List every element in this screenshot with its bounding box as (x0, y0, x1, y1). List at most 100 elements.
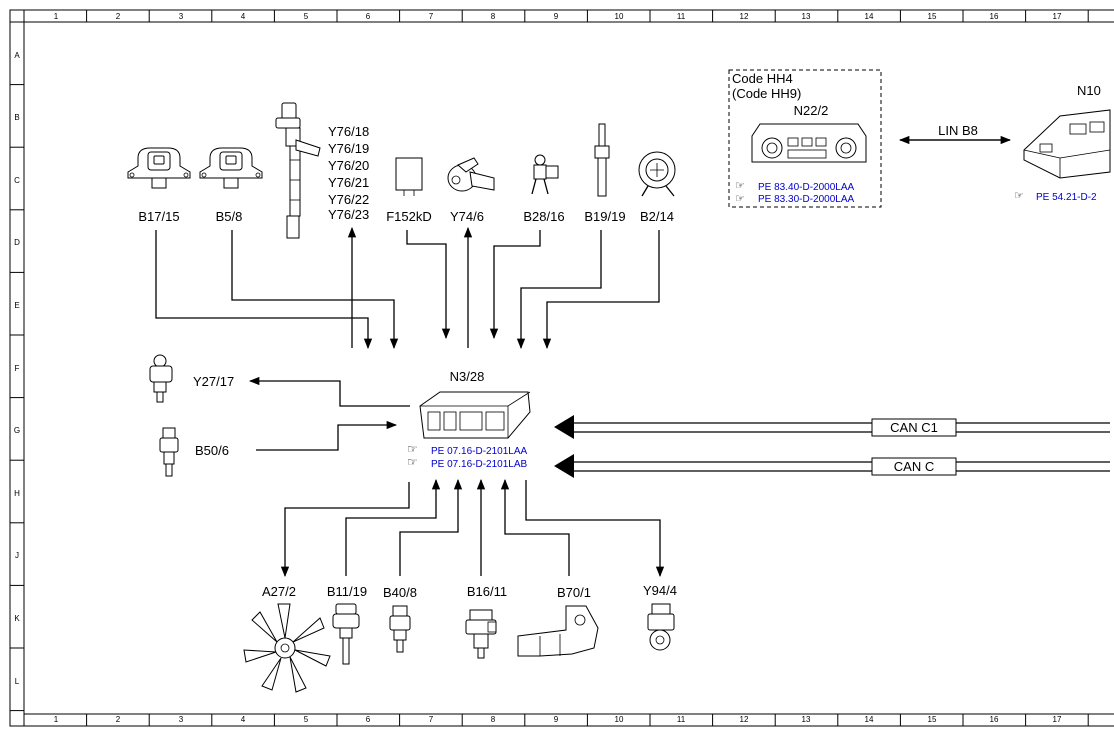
n22-2-references: ☞ PE 83.40-D-2000LAA ☞ PE 83.30-D-2000LA… (735, 180, 855, 205)
injector-icon (275, 102, 321, 239)
grid-col-label: 6 (366, 715, 371, 724)
grid-col-label: 7 (429, 715, 434, 724)
wire-b50-6 (256, 420, 398, 451)
label-y76-19: Y76/19 (328, 141, 369, 156)
label-y94-4: Y94/4 (643, 583, 677, 598)
column-labels-bottom: 1 2 3 4 5 6 7 8 9 10 11 12 13 14 15 16 1… (54, 715, 1062, 724)
ref-n10[interactable]: PE 54.21-D-2 (1036, 192, 1097, 203)
grid-col-label: 10 (615, 12, 624, 21)
grid-col-label: 4 (241, 12, 246, 21)
grid-col-label: 16 (990, 715, 999, 724)
lin-b8-bus: LIN B8 (898, 123, 1012, 145)
grid-col-label: 15 (928, 715, 937, 724)
grid-col-label: 3 (179, 12, 184, 21)
fan-a27-2-icon (243, 603, 331, 693)
grid-col-label: 11 (677, 12, 686, 21)
grid-row-label: J (15, 551, 19, 560)
grid-row-label: C (14, 176, 20, 185)
sensor-b11-19-icon (332, 603, 360, 665)
grid-col-label: 17 (1053, 715, 1062, 724)
grid-col-label: 8 (491, 715, 496, 724)
n3-28-references: ☞ PE 07.16-D-2101LAA ☞ PE 07.16-D-2101LA… (407, 442, 528, 470)
sensor-b17-15-icon (127, 147, 191, 189)
label-a27-2: A27/2 (262, 584, 296, 599)
grid-col-label: 16 (990, 12, 999, 21)
grid-col-label: 11 (677, 715, 686, 724)
sensor-b40-8-icon (389, 605, 411, 653)
valve-y74-6-icon (447, 157, 495, 192)
grid-col-label: 14 (865, 715, 874, 724)
valve-y27-17-icon (149, 354, 173, 403)
label-code-hh4: Code HH4 (732, 71, 793, 86)
ref-icon: ☞ (735, 180, 745, 192)
grid-col-label: 9 (554, 12, 559, 21)
grid-col-label: 5 (304, 715, 309, 724)
ref-n22-2-83-40[interactable]: PE 83.40-D-2000LAA (758, 182, 855, 193)
grid-col-label: 13 (802, 12, 811, 21)
can-c-bus: CAN C (554, 454, 1110, 478)
label-b70-1: B70/1 (557, 585, 591, 600)
grid-col-label: 12 (740, 12, 749, 21)
climate-control-n22-2-icon (751, 123, 867, 163)
label-y74-6: Y74/6 (450, 209, 484, 224)
grid-col-label: 3 (179, 715, 184, 724)
code-box (728, 69, 882, 208)
label-b50-6: B50/6 (195, 443, 229, 458)
bottom-signal-wires (280, 478, 665, 578)
control-unit-n3-28-icon (419, 391, 531, 439)
ref-n3-28-laa[interactable]: PE 07.16-D-2101LAA (431, 446, 528, 457)
label-code-hh9: (Code HH9) (732, 86, 801, 101)
grid-row-label: A (14, 51, 20, 60)
ref-icon: ☞ (1014, 190, 1024, 202)
column-labels-top: 1 2 3 4 5 6 7 8 9 10 11 12 13 14 15 16 1… (54, 12, 1062, 21)
label-b16-11: B16/11 (467, 584, 507, 599)
label-b28-16: B28/16 (523, 209, 564, 224)
ref-n3-28-lab[interactable]: PE 07.16-D-2101LAB (431, 459, 528, 470)
label-y76-18: Y76/18 (328, 124, 369, 139)
grid-row-label: G (14, 426, 20, 435)
grid-col-label: 2 (116, 12, 121, 21)
top-signal-wires (155, 226, 660, 350)
label-n22-2: N22/2 (794, 103, 829, 118)
grid-row-label: E (14, 301, 19, 310)
label-lin-b8: LIN B8 (938, 123, 978, 138)
grid-col-label: 5 (304, 12, 309, 21)
grid-col-label: 14 (865, 12, 874, 21)
grid-row-label: K (14, 614, 20, 623)
ref-icon: ☞ (407, 442, 418, 456)
label-n3-28: N3/28 (450, 369, 485, 384)
label-y27-17: Y27/17 (193, 374, 234, 389)
module-n10-icon (1023, 109, 1111, 179)
sensor-b19-19-icon (594, 123, 610, 197)
grid-col-label: 12 (740, 715, 749, 724)
grid-col-label: 1 (54, 715, 59, 724)
label-y76-23: Y76/23 (328, 207, 369, 222)
grid-col-label: 1 (54, 12, 59, 21)
label-b19-19: B19/19 (584, 209, 625, 224)
sensor-b5-8-icon (199, 147, 263, 189)
grid-col-label: 8 (491, 12, 496, 21)
label-b11-19: B11/19 (327, 584, 367, 599)
grid-row-label: B (14, 113, 19, 122)
grid-col-label: 2 (116, 715, 121, 724)
grid-col-label: 17 (1053, 12, 1062, 21)
grid-col-label: 9 (554, 715, 559, 724)
sensor-b28-16-icon (531, 154, 559, 195)
wire-y27-17 (248, 376, 410, 407)
sensor-b16-11-icon (465, 609, 497, 659)
grid-row-label: D (14, 238, 20, 247)
can-c1-bus: CAN C1 (554, 415, 1110, 439)
ref-icon: ☞ (407, 455, 418, 469)
label-can-c1: CAN C1 (890, 420, 938, 435)
grid-col-label: 4 (241, 715, 246, 724)
ref-icon: ☞ (735, 193, 745, 205)
label-b17-15: B17/15 (138, 209, 179, 224)
grid-col-label: 13 (802, 715, 811, 724)
label-can-c: CAN C (894, 459, 934, 474)
sensor-b70-1-icon (517, 605, 599, 657)
ref-n22-2-83-30[interactable]: PE 83.30-D-2000LAA (758, 194, 855, 205)
n10-references: ☞ PE 54.21-D-2 (1014, 190, 1097, 203)
label-y76-20: Y76/20 (328, 158, 369, 173)
grid-col-label: 7 (429, 12, 434, 21)
label-b40-8: B40/8 (383, 585, 417, 600)
